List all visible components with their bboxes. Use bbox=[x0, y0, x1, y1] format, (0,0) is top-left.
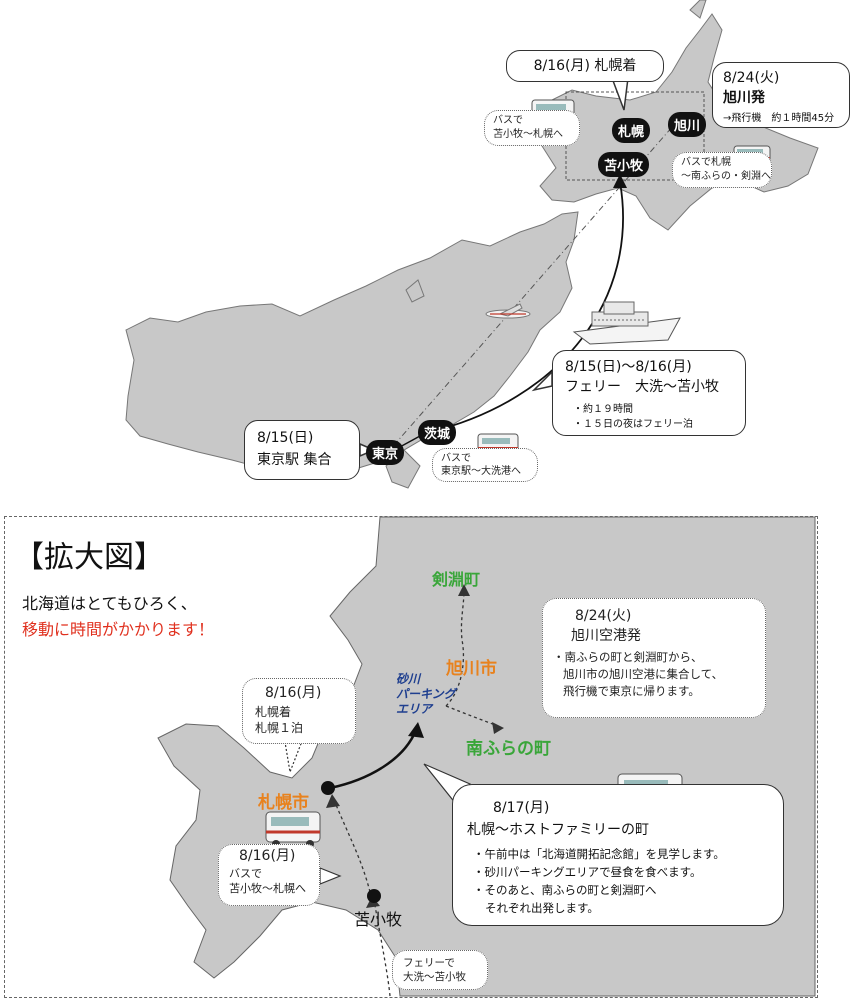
label-sapporo-city: 札幌市 bbox=[258, 793, 309, 813]
sado-island bbox=[405, 279, 425, 303]
callout-title: 東京駅 集合 bbox=[257, 452, 332, 468]
label-sunagawa-pa: 砂川 パーキング エリア bbox=[396, 672, 456, 717]
pin-ibaraki: 茨城 bbox=[418, 420, 457, 445]
callout-title: 旭川発 bbox=[723, 90, 765, 106]
callout-sapporo-stay: 8/16(月) 札幌着 札幌１泊 bbox=[242, 678, 356, 744]
callout-bus-tomakomai: 8/16(月) バスで 苫小牧〜札幌へ bbox=[218, 844, 320, 906]
note-line: 大洗〜苫小牧 bbox=[403, 971, 466, 983]
label-line: エリア bbox=[396, 702, 433, 716]
route-arrowhead bbox=[408, 722, 424, 738]
callout-bullet: ・約１９時間 bbox=[573, 404, 633, 415]
callout-host-family: 8/17(月) 札幌〜ホストファミリーの町 ・午前中は「北海道開拓記念館」を見学… bbox=[452, 784, 784, 926]
label-line: 砂川 bbox=[396, 672, 421, 686]
note-bus-tomakomai-sapporo: バスで 苫小牧〜札幌へ bbox=[484, 110, 580, 146]
honshu-landmass bbox=[125, 211, 579, 477]
callout-title: 札幌〜ホストファミリーの町 bbox=[467, 822, 649, 838]
pin-asahikawa: 旭川 bbox=[668, 112, 707, 137]
callout-date: 8/24(火) bbox=[575, 608, 632, 624]
note-line: 〜南ふらの・剣淵へ bbox=[681, 171, 771, 182]
callout-date: 8/15(日)〜8/16(月) bbox=[565, 359, 692, 375]
callout-line: ・そのあと、南ふらの町と剣淵町へ bbox=[473, 883, 657, 897]
label-tomakomai: 苫小牧 bbox=[354, 910, 403, 929]
note-line: フェリーで bbox=[403, 957, 455, 969]
callout-date: 8/16(月) bbox=[265, 685, 322, 701]
callout-date: 8/24(火) bbox=[723, 70, 780, 86]
ferry-route-arrowhead bbox=[613, 174, 627, 188]
detail-map-title: 【拡大図】 bbox=[14, 540, 164, 575]
note-line: バスで bbox=[493, 115, 523, 126]
callout-line: ・砂川パーキングエリアで昼食を食べます。 bbox=[473, 865, 702, 879]
note-line: バスで bbox=[441, 453, 471, 464]
callout-line: ・南ふらの町と剣淵町から、 bbox=[553, 650, 703, 664]
pin-tokyo: 東京 bbox=[366, 440, 405, 465]
bus-arrowhead bbox=[326, 794, 340, 808]
callout-tokyo: 8/15(日) 東京駅 集合 bbox=[244, 420, 360, 480]
callout-date: 8/16(月) bbox=[239, 848, 296, 864]
label-minamifurano: 南ふらの町 bbox=[466, 739, 551, 759]
callout-line: 旭川市の旭川空港に集合して、 bbox=[563, 667, 724, 681]
kembuchi-arrowhead bbox=[458, 584, 470, 596]
note-ferry: フェリーで 大洗〜苫小牧 bbox=[392, 950, 488, 990]
flight-route-line bbox=[387, 117, 681, 453]
callout-line: それぞれ出発します。 bbox=[485, 901, 599, 915]
airplane-icon-top bbox=[485, 303, 531, 319]
marker-tomakomai bbox=[367, 889, 381, 903]
note-line: バスで札幌 bbox=[681, 157, 731, 168]
route-sapporo-sunagawa bbox=[329, 729, 418, 790]
callout-ferry: 8/15(日)〜8/16(月) フェリー 大洗〜苫小牧 ・約１９時間 ・１５日の… bbox=[552, 350, 746, 436]
callout-detail: →飛行機 約１時間45分 bbox=[723, 113, 835, 124]
label-kembuchi: 剣淵町 bbox=[432, 570, 481, 589]
callout-line: 札幌１泊 bbox=[255, 721, 304, 735]
note-line: 東京駅〜大洗港へ bbox=[441, 466, 521, 477]
callout-date: 8/15(日) bbox=[257, 430, 314, 446]
label-asahikawa-city: 旭川市 bbox=[446, 659, 497, 679]
note-bus-tokyo-oarai: バスで 東京駅〜大洗港へ bbox=[432, 448, 538, 482]
callout-date: 8/17(月) bbox=[493, 800, 550, 816]
callout-title: フェリー 大洗〜苫小牧 bbox=[565, 379, 719, 395]
callout-bullet: ・１５日の夜はフェリー泊 bbox=[573, 419, 693, 430]
route-to-kembuchi bbox=[445, 589, 465, 707]
ferry-ship-icon bbox=[572, 301, 681, 345]
callout-sapporo-arrive: 8/16(月) 札幌着 bbox=[506, 50, 664, 82]
callout-asahikawa-airport: 8/24(火) 旭川空港発 ・南ふらの町と剣淵町から、 旭川市の旭川空港に集合し… bbox=[542, 598, 766, 718]
tail-bus-tomakomai bbox=[319, 867, 342, 885]
pin-tomakomai: 苫小牧 bbox=[598, 152, 650, 177]
ferry-route-dotted bbox=[373, 899, 391, 997]
callout-line: 飛行機で東京に帰ります。 bbox=[563, 684, 700, 698]
intro-line-1: 北海道はとてもひろく、 bbox=[22, 594, 197, 613]
ferry-route-arc bbox=[429, 181, 624, 433]
sakhalin-landmass bbox=[689, 0, 707, 19]
label-line: パーキング bbox=[396, 687, 456, 701]
callout-line: バスで bbox=[229, 867, 262, 880]
marker-sapporo bbox=[321, 781, 335, 795]
note-bus-sapporo-furano: バスで札幌 〜南ふらの・剣淵へ bbox=[672, 152, 772, 188]
callout-line: ・午前中は「北海道開拓記念館」を見学します。 bbox=[473, 847, 725, 861]
pin-sapporo: 札幌 bbox=[612, 118, 651, 143]
callout-line: 苫小牧〜札幌へ bbox=[229, 882, 306, 895]
callout-line: 札幌着 bbox=[255, 705, 292, 719]
callout-title: 旭川空港発 bbox=[571, 628, 641, 644]
intro-line-2: 移動に時間がかかります！ bbox=[22, 620, 215, 639]
note-line: 苫小牧〜札幌へ bbox=[493, 129, 563, 140]
minamifurano-arrowhead bbox=[492, 722, 504, 734]
callout-asahikawa-depart: 8/24(火) 旭川発 →飛行機 約１時間45分 bbox=[712, 62, 850, 128]
